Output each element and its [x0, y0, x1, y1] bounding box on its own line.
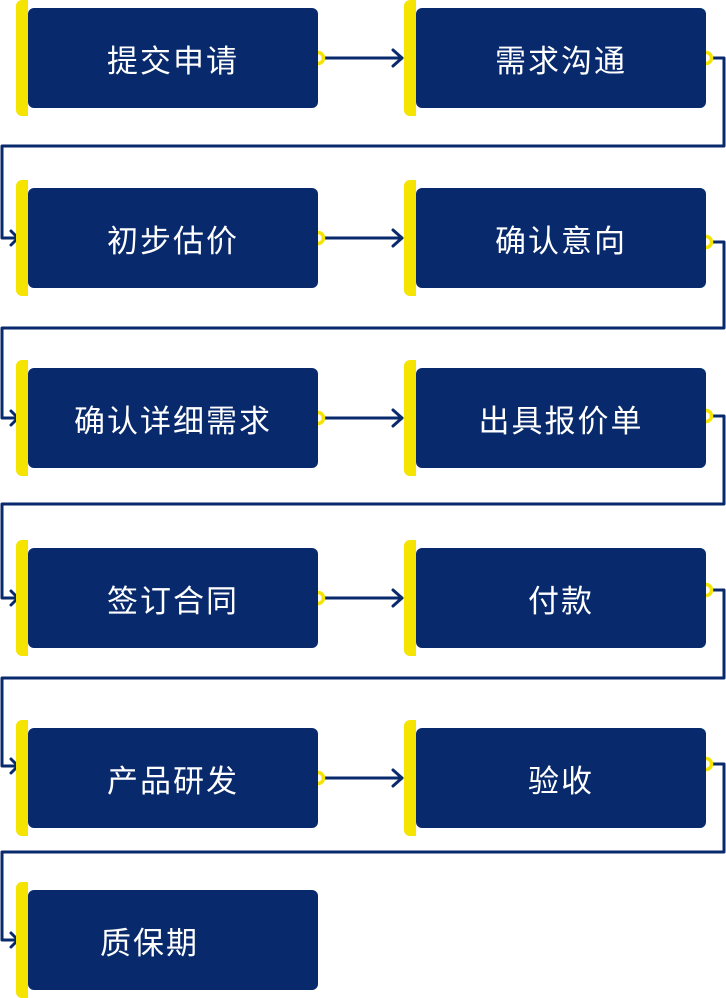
wrap-connector-line	[0, 56, 726, 240]
step-label: 产品研发	[107, 763, 239, 800]
wrap-connector-line	[0, 762, 726, 942]
wrap-connector-line	[0, 414, 726, 600]
step-accent-bar	[404, 0, 416, 116]
step-accent-bar	[16, 180, 28, 296]
step-accent-bar	[404, 720, 416, 836]
arrow-head	[391, 408, 404, 428]
step-payment: 付款	[404, 540, 706, 656]
step-product-development: 产品研发	[16, 720, 318, 836]
step-warranty-period: 质保期	[16, 882, 318, 998]
step-acceptance: 验收	[404, 720, 706, 836]
step-sign-contract: 签订合同	[16, 540, 318, 656]
step-accent-bar	[16, 0, 28, 116]
step-accent-bar	[16, 720, 28, 836]
step-accent-bar	[16, 540, 28, 656]
step-label: 初步估价	[107, 223, 239, 260]
wrap-connector-line	[0, 588, 726, 768]
wrap-connector-line	[0, 240, 726, 420]
arrow-head	[391, 768, 404, 788]
step-accent-bar	[16, 882, 28, 998]
step-label: 需求沟通	[495, 43, 627, 80]
step-label: 付款	[528, 583, 594, 620]
arrow-head	[391, 48, 404, 68]
arrow-head	[391, 228, 404, 248]
step-label: 出具报价单	[478, 403, 644, 440]
step-submit-application: 提交申请	[16, 0, 318, 116]
step-confirm-intent: 确认意向	[404, 180, 706, 296]
step-accent-bar	[16, 360, 28, 476]
step-accent-bar	[404, 540, 416, 656]
arrow-head	[391, 588, 404, 608]
step-accent-bar	[404, 180, 416, 296]
step-label: 确认详细需求	[74, 403, 272, 440]
step-label: 质保期	[100, 925, 199, 962]
step-accent-bar	[404, 360, 416, 476]
step-label: 确认意向	[495, 223, 627, 260]
step-initial-estimate: 初步估价	[16, 180, 318, 296]
step-requirement-communication: 需求沟通	[404, 0, 706, 116]
step-confirm-detailed-requirements: 确认详细需求	[16, 360, 318, 476]
step-issue-quotation: 出具报价单	[404, 360, 706, 476]
step-label: 验收	[528, 763, 594, 800]
step-label: 提交申请	[107, 43, 239, 80]
step-label: 签订合同	[107, 583, 239, 620]
